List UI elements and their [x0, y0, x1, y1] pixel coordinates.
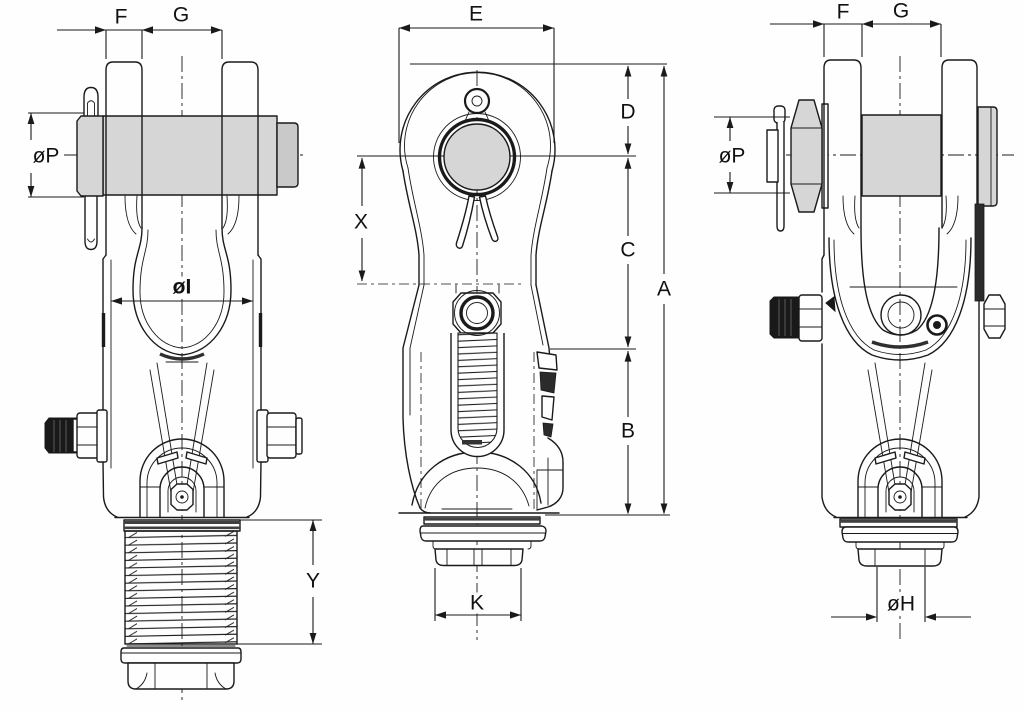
middle-view-side [357, 24, 670, 640]
swivel-hub-right-view [857, 438, 943, 518]
swivel-hub-left-view [139, 438, 225, 518]
dim-label-d: D [618, 100, 638, 124]
dim-label-e: E [466, 2, 486, 26]
threaded-stud [124, 530, 238, 645]
dim-label-k: K [467, 591, 487, 615]
right-view-front [714, 20, 1014, 640]
dim-label-f-left: F [112, 5, 130, 29]
grease-fitting-right-view [769, 294, 823, 342]
grease-fitting-left [44, 409, 108, 463]
clevis-pin-left-view [76, 115, 299, 197]
side-latch-profile [536, 351, 558, 438]
dim-label-y: Y [303, 569, 323, 593]
dim-label-p-left: øP [30, 144, 62, 168]
eye-with-pin-end [399, 71, 556, 286]
dimension-lines-middle-view [357, 24, 670, 621]
dim-label-x: X [351, 210, 371, 234]
dimension-lines-right-view [714, 20, 971, 622]
side-nut-left-view [256, 409, 303, 463]
dim-label-p-right: øP [716, 144, 748, 168]
dim-label-f-right: F [834, 0, 852, 24]
pivot-nut-and-thread-slot [450, 284, 505, 458]
dimension-lines-left-view [27, 26, 322, 645]
keeper-plate-and-nut-right [974, 203, 1006, 339]
dim-label-a: A [654, 277, 674, 301]
dim-label-g-right: G [890, 0, 912, 23]
dim-label-h: øH [885, 592, 917, 616]
clevis-pin-right-view [790, 99, 998, 213]
dim-label-i-left: øI [170, 275, 194, 299]
pin-nut [790, 99, 823, 213]
dim-label-c: C [618, 238, 638, 262]
dim-label-b: B [618, 419, 638, 443]
dim-label-g-left: G [170, 3, 192, 27]
left-view-front [27, 26, 322, 704]
